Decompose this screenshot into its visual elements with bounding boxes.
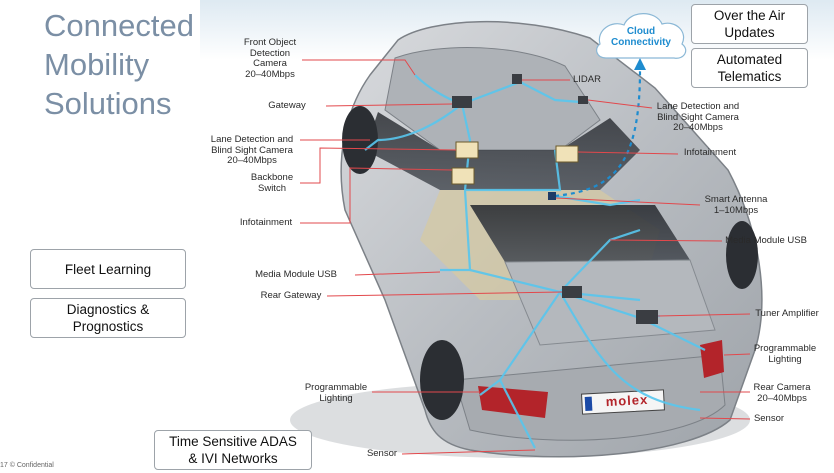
label-gateway: Gateway xyxy=(268,100,306,111)
leader-front-object xyxy=(302,59,416,76)
screen-rear xyxy=(451,167,475,185)
lidar-device xyxy=(512,74,522,84)
leader-media-left xyxy=(354,271,441,276)
cloud-label: Cloud Connectivity xyxy=(610,26,671,48)
smart-antenna-device xyxy=(548,192,556,200)
label-lidar: LIDAR xyxy=(573,74,601,85)
fleet-learning-box: Fleet Learning xyxy=(30,249,186,289)
diagnostics-box: Diagnostics &Prognostics xyxy=(30,298,186,338)
tsn-networks-box: Time Sensitive ADAS& IVI Networks xyxy=(154,430,312,470)
leader-lane-right xyxy=(587,99,653,109)
rear-gateway-device xyxy=(562,286,582,298)
lane-camera-right-device xyxy=(578,96,588,104)
screen-right xyxy=(555,145,579,163)
leader-sensor-right xyxy=(699,417,751,420)
license-plate xyxy=(581,389,665,415)
leader-infotainment-right xyxy=(577,151,679,155)
leader-media-right xyxy=(609,239,723,242)
leader-infotainment-left xyxy=(300,167,453,224)
leader-rear-gateway xyxy=(326,291,563,297)
label-sensor-left: Sensor xyxy=(366,448,398,459)
label-sensor-right: Sensor xyxy=(753,413,785,424)
screen-left xyxy=(455,141,479,159)
label-infotainment-left: Infotainment xyxy=(239,217,293,228)
leader-smart-antenna xyxy=(555,197,701,206)
label-tuner: Tuner Amplifier xyxy=(755,308,819,319)
leader-lines xyxy=(300,59,751,455)
components xyxy=(451,74,658,324)
gateway-device xyxy=(452,96,472,108)
leader-tuner xyxy=(657,313,751,317)
label-infotainment-right: Infotainment xyxy=(683,147,737,158)
footer-text: 17 © Confidential xyxy=(0,462,54,469)
car-body xyxy=(340,20,763,458)
cloud-link xyxy=(554,69,642,198)
label-rear-gateway: Rear Gateway xyxy=(260,290,322,301)
label-media-right: Media Module USB xyxy=(725,235,807,246)
leader-prog-right xyxy=(723,353,751,356)
label-media-left: Media Module USB xyxy=(255,269,337,280)
leader-backbone xyxy=(300,147,457,184)
cloud-link-arrow xyxy=(634,58,646,70)
tuner-amplifier-device xyxy=(636,310,658,324)
page-title: Connected Mobility Solutions xyxy=(44,8,194,121)
leader-sensor-left xyxy=(401,449,536,455)
leader-gateway xyxy=(325,103,453,107)
cloud-icon xyxy=(596,13,687,59)
